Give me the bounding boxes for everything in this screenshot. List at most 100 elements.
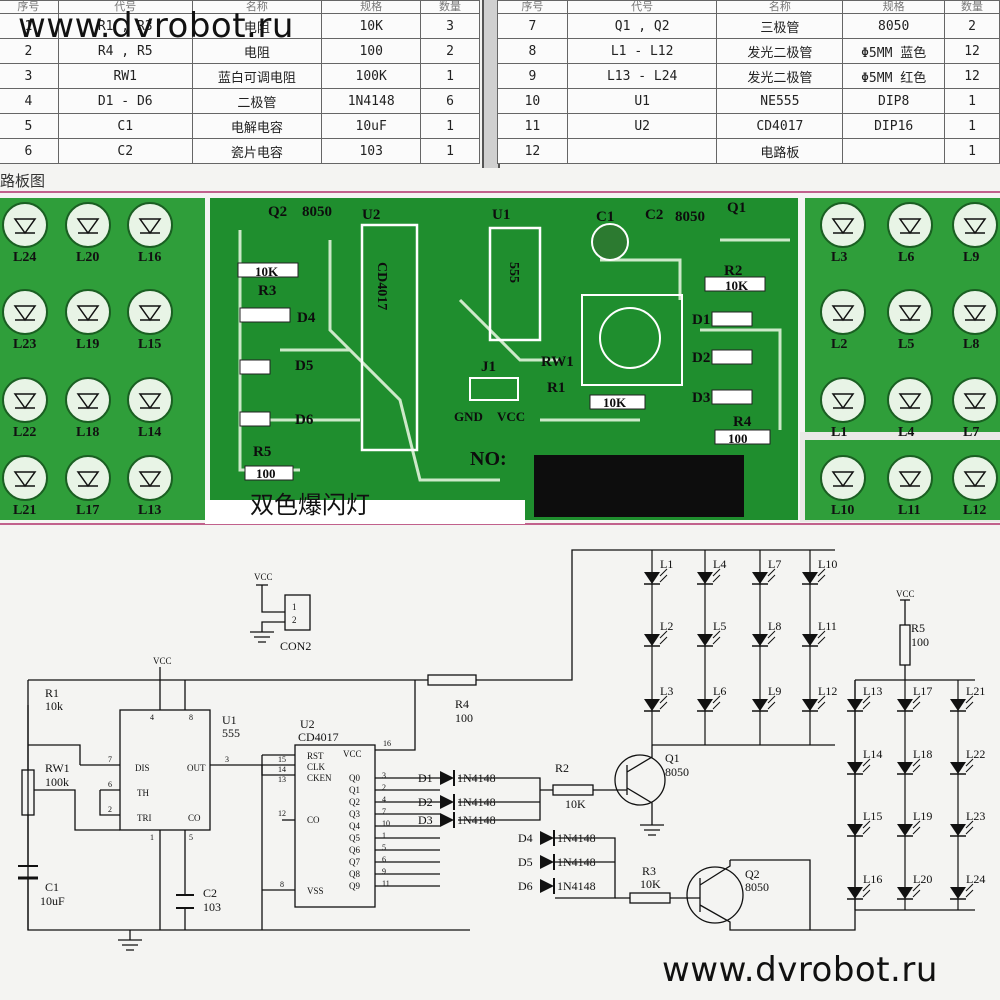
con2-pin2: 2 — [292, 615, 297, 625]
r5-value: 100 — [911, 635, 929, 649]
led: L21 — [950, 684, 985, 712]
pcb-title: 双色爆闪灯 — [250, 492, 370, 519]
u1-pin-num-4: 4 — [150, 713, 154, 722]
pcb-led-symbol — [898, 471, 922, 488]
u2-output-label: Q8 — [349, 869, 360, 879]
pcb-led-label: L20 — [76, 250, 99, 265]
led-emission — [817, 695, 826, 710]
led-label: L21 — [966, 684, 985, 698]
led-emission — [965, 758, 974, 773]
bom-cell-qty: 1 — [420, 113, 480, 139]
led-emission — [659, 630, 668, 645]
pcb-led-ring — [952, 289, 998, 335]
led-emission — [767, 568, 776, 583]
pcb-led-label: L7 — [963, 425, 979, 440]
led-triangle — [950, 887, 966, 899]
pcb-led: L13 — [127, 455, 173, 518]
pcb-r3-outline — [237, 262, 299, 278]
led-label: L24 — [966, 872, 985, 886]
pcb-label-r1-val: 10K — [603, 395, 627, 410]
pcb-led-label: L2 — [831, 337, 847, 352]
u1-pin-num-6: 6 — [108, 780, 112, 789]
u2-output-label: Q9 — [349, 881, 360, 891]
q2-type: 8050 — [745, 880, 769, 894]
led-triangle — [802, 572, 818, 584]
pcb-led-ring — [952, 202, 998, 248]
pcb-led-symbol — [138, 305, 162, 322]
pcb-led-symbol — [76, 305, 100, 322]
pcb-label-q2-type: 8050 — [302, 204, 332, 220]
bom-cell-spec: 10uF — [321, 113, 422, 139]
led-label: L12 — [818, 684, 837, 698]
pcb-led-ring — [887, 289, 933, 335]
q1-label: Q1 — [665, 751, 680, 765]
u2-pin-num-15: 15 — [278, 755, 286, 764]
led-emission — [862, 883, 871, 898]
pcb-label-u1: U1 — [492, 207, 510, 223]
pcb-led-symbol — [13, 218, 37, 235]
led: L18 — [897, 747, 932, 775]
diode-type: 1N4148 — [457, 813, 496, 827]
led: L7 — [752, 557, 781, 585]
u1-pin-dis: DIS — [135, 763, 150, 773]
pcb-led: L14 — [127, 377, 173, 440]
led-triangle — [697, 572, 713, 584]
diode-body — [440, 771, 454, 785]
led-triangle — [847, 762, 863, 774]
vcc-label-main: VCC — [153, 656, 172, 666]
c2-label: C2 — [203, 886, 217, 900]
u2-output-pin-num: 6 — [382, 855, 386, 864]
pcb-led-ring — [127, 455, 173, 501]
pcb-label-q2: Q2 — [268, 204, 287, 220]
bom-cell-spec: 100 — [321, 38, 422, 64]
diode-label: D6 — [518, 879, 533, 893]
pcb-led-symbol — [76, 471, 100, 488]
pcb-led-symbol — [138, 218, 162, 235]
u2-pin-num-14: 14 — [278, 765, 286, 774]
pcb-led-label: L17 — [76, 503, 99, 518]
led: L8 — [752, 619, 781, 647]
led-triangle — [897, 762, 913, 774]
led-emission — [965, 695, 974, 710]
led: L17 — [897, 684, 932, 712]
pcb-led-symbol — [963, 218, 987, 235]
pcb-led: L8 — [952, 289, 998, 352]
rw1-label: RW1 — [45, 761, 70, 775]
pcb-led-ring — [65, 455, 111, 501]
u2-output-pin-num: 4 — [382, 795, 386, 804]
pcb-rw1-outline — [581, 294, 683, 386]
led: L4 — [697, 557, 726, 585]
u2-label: U2 — [300, 717, 315, 731]
pcb-led-ring — [887, 455, 933, 501]
led-label: L7 — [768, 557, 781, 571]
led: L14 — [847, 747, 882, 775]
led-triangle — [802, 699, 818, 711]
bom-cell-no: 5 — [0, 113, 59, 139]
diode-label: D5 — [518, 855, 533, 869]
led-label: L16 — [863, 872, 882, 886]
led-triangle — [950, 824, 966, 836]
r2-value: 10K — [565, 797, 586, 811]
u1-pin-th: TH — [137, 788, 149, 798]
pcb-label-d3: D3 — [692, 390, 710, 406]
pcb-led: L15 — [127, 289, 173, 352]
pcb-led: L10 — [820, 455, 866, 518]
pcb-led-label: L21 — [13, 503, 36, 518]
led: L13 — [847, 684, 882, 712]
pcb-r1-outline — [589, 394, 646, 410]
pcb-caption: 路板图 — [0, 172, 46, 190]
pcb-label-r1: R1 — [547, 380, 565, 396]
led-emission — [912, 883, 921, 898]
pcb-led-symbol — [13, 305, 37, 322]
u2-pin-rst: RST — [307, 751, 324, 761]
led-emission — [712, 695, 721, 710]
pcb-led: L1 — [820, 377, 866, 440]
pcb-no-label: NO: — [470, 448, 507, 470]
